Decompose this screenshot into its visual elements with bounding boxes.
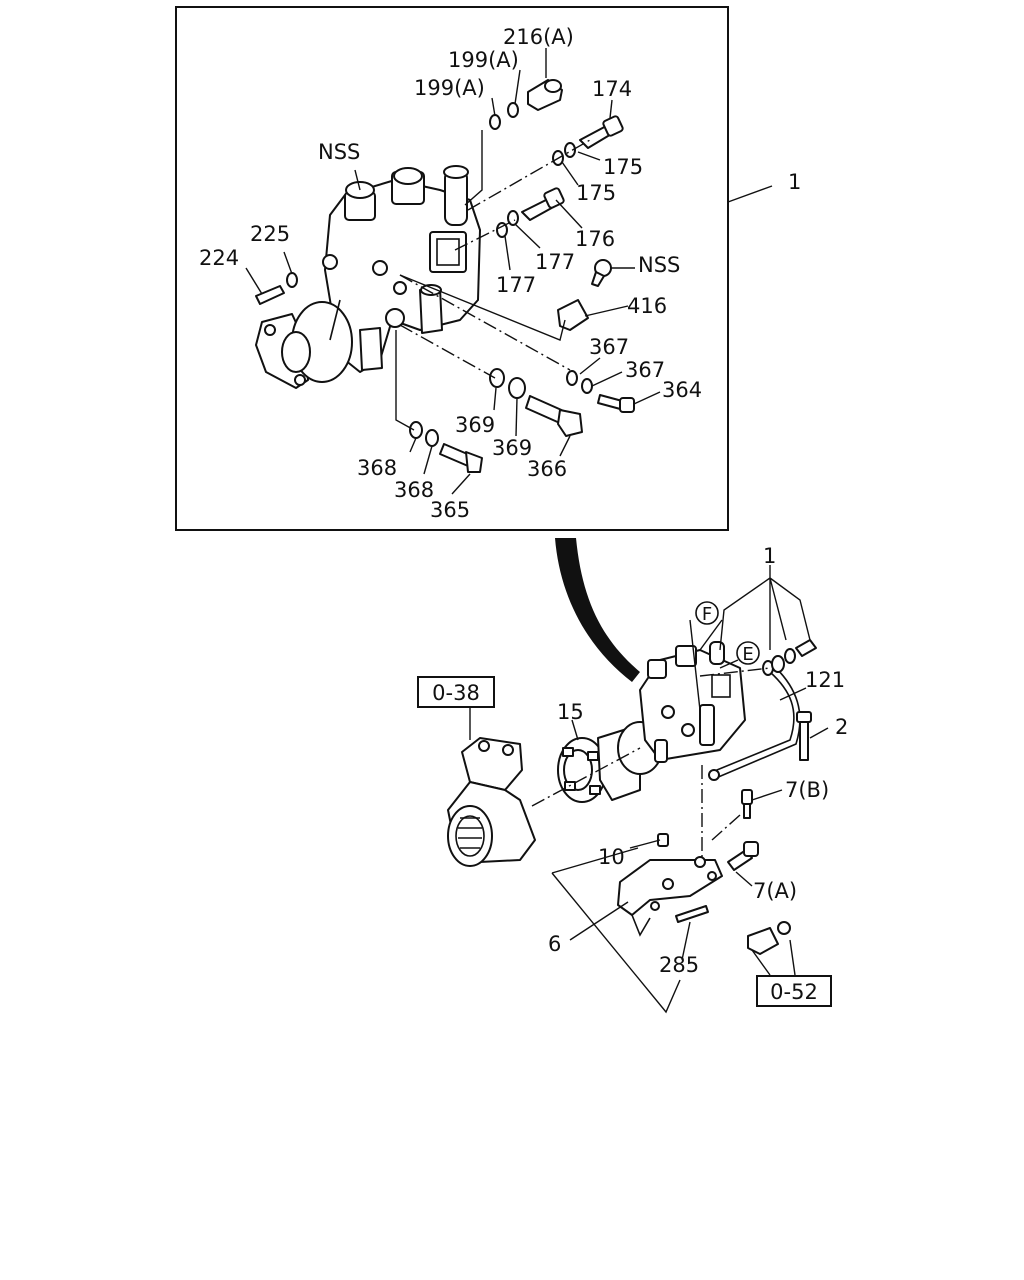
label-369-right: 369 [492, 436, 532, 460]
label-364: 364 [662, 378, 702, 402]
label-7b: 7(B) [785, 778, 829, 802]
label-225: 225 [250, 222, 290, 246]
ref-box-052: 0-52 [756, 975, 832, 1007]
label-1: 1 [763, 544, 776, 568]
label-366: 366 [527, 457, 567, 481]
detail-leaders [245, 48, 773, 495]
label-416: 416 [627, 294, 667, 318]
label-224: 224 [199, 246, 239, 270]
label-177-left: 177 [496, 273, 536, 297]
pump-bracket [617, 833, 791, 955]
label-199a-lower: 199(A) [414, 76, 485, 100]
label-175-upper: 175 [603, 155, 643, 179]
label-7a: 7(A) [753, 879, 797, 903]
label-199a-upper: 199(A) [448, 48, 519, 72]
label-175-lower: 175 [576, 181, 616, 205]
label-121: 121 [805, 668, 845, 692]
callout-e: E [736, 641, 760, 665]
detail-labels: 216(A) 199(A) 199(A) 174 175 175 NSS 225… [199, 25, 801, 522]
callout-e-letter: E [742, 644, 753, 665]
label-174: 174 [592, 77, 632, 101]
label-176: 176 [575, 227, 615, 251]
label-2: 2 [835, 715, 848, 739]
label-365: 365 [430, 498, 470, 522]
label-1-callout: 1 [788, 170, 801, 194]
label-369-left: 369 [455, 413, 495, 437]
label-368-upper: 368 [357, 456, 397, 480]
label-6: 6 [548, 932, 561, 956]
label-15: 15 [557, 700, 584, 724]
label-368-lower: 368 [394, 478, 434, 502]
air-compressor [447, 737, 536, 867]
label-285: 285 [659, 953, 699, 977]
label-10: 10 [598, 845, 625, 869]
ref-box-038: 0-38 [417, 676, 495, 708]
label-367-lower: 367 [625, 358, 665, 382]
label-367-upper: 367 [589, 335, 629, 359]
callout-f: F [695, 601, 719, 625]
injection-pump [597, 641, 746, 801]
ref-038-label: 0-38 [432, 681, 480, 705]
fasteners-detail [255, 79, 635, 473]
assembly-fasteners [708, 639, 817, 871]
assembly-labels: 1 121 2 15 7(B) 10 7(A) 6 285 [548, 544, 848, 977]
assembly-leaders [469, 565, 829, 1014]
label-nss-right: NSS [638, 253, 680, 277]
curved-arrow-icon [555, 538, 640, 682]
callout-f-letter: F [702, 604, 712, 625]
label-216a: 216(A) [503, 25, 574, 49]
label-177-right: 177 [535, 250, 575, 274]
ref-052-label: 0-52 [770, 980, 818, 1004]
assembly-view: F E 0-38 0-52 1 121 2 15 7(B) 10 7(A) 6 … [417, 544, 848, 1014]
detail-view: 216(A) 199(A) 199(A) 174 175 175 NSS 225… [175, 6, 801, 531]
label-nss-upper: NSS [318, 140, 360, 164]
